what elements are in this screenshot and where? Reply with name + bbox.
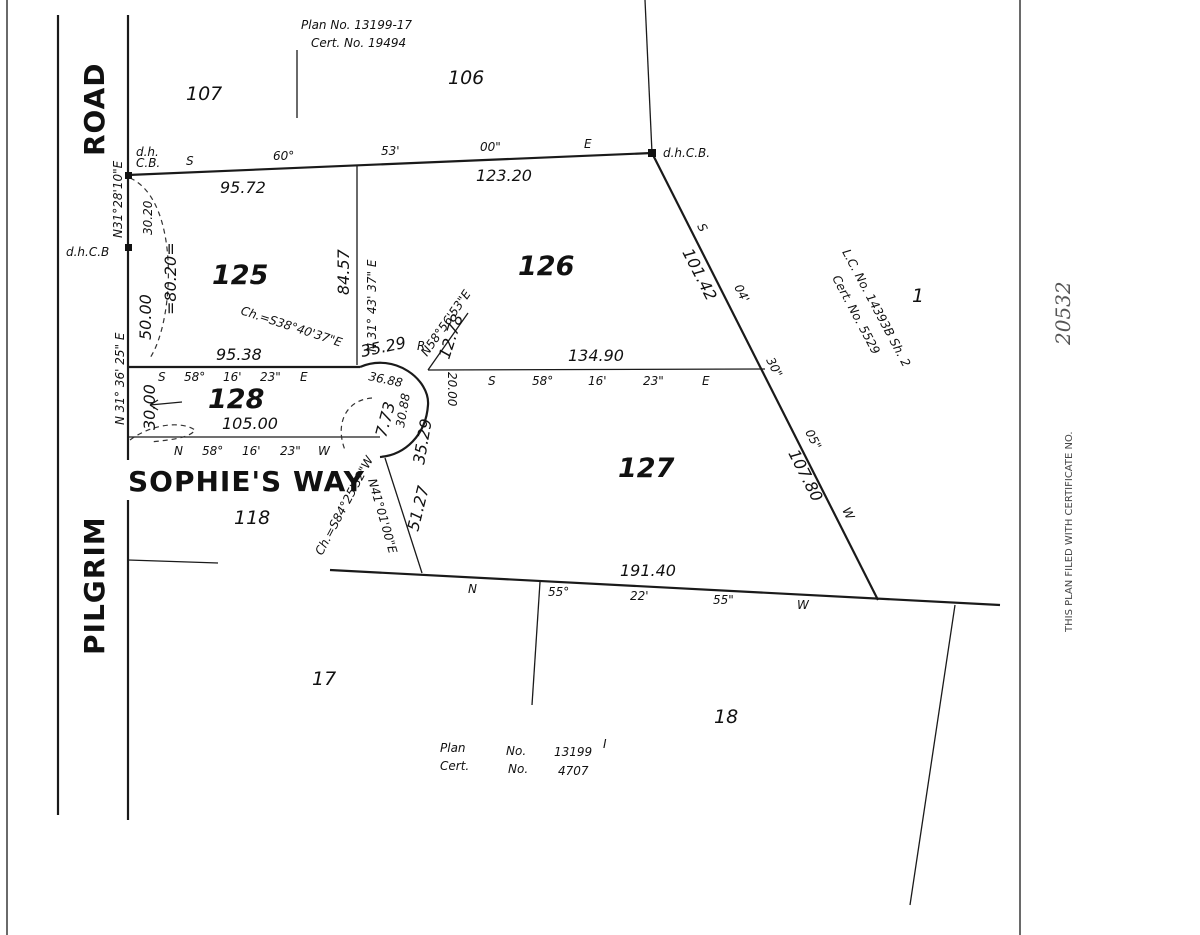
monument-nw-label-1: d.h. <box>136 145 159 159</box>
side-handwritten-number: 20532 <box>1051 281 1075 346</box>
sophies-brg-min: 16' <box>242 444 261 458</box>
road-name-sophies-way: SOPHIE'S WAY <box>128 465 365 498</box>
north-dist-1: 95.72 <box>220 178 266 197</box>
line-128-north-dist: 95.38 <box>216 345 262 364</box>
easement-arrow <box>149 399 183 411</box>
easement-125 <box>129 177 169 359</box>
parcel-107: 107 <box>186 83 222 105</box>
west-dist-2: 30.00 <box>140 384 159 430</box>
south-boundary <box>329 568 1001 607</box>
line-125-126-brg: N 31° 43' 37" E <box>365 259 379 352</box>
division-18-1-line <box>909 604 956 906</box>
lot-127-west-line <box>384 457 423 574</box>
south-brg-w: W <box>797 598 810 612</box>
cul-de-sac-curve <box>359 361 430 459</box>
road-name-pilgrim: PILGRIM <box>78 516 111 655</box>
cert-bottom-no: No. <box>508 762 528 776</box>
west-tie-brg: N31°28'10"E <box>111 160 125 238</box>
line-126-127-deg: 58° <box>532 374 553 388</box>
east-brg-sec: 05" <box>802 427 824 452</box>
monument-nw <box>125 172 132 179</box>
cert-bottom-num: 4707 <box>558 764 589 778</box>
curve-chord-1: Ch.=S38°40'37"E <box>239 304 344 350</box>
sophies-dist: 105.00 <box>222 414 278 433</box>
line-128-north-s: S <box>158 370 166 384</box>
curve-arc-2: 35.29 <box>409 417 436 465</box>
parcel-118: 118 <box>234 507 270 529</box>
monument-nw-label-2: C.B. <box>136 156 160 170</box>
parcel-17: 17 <box>312 668 336 690</box>
easement-curve <box>340 397 373 451</box>
south-brg-deg: 55° <box>548 585 569 599</box>
cert-bottom-label: Cert. <box>440 759 469 773</box>
north-brg-deg: 60° <box>273 149 294 163</box>
south-brg-sec: 55" <box>713 593 734 607</box>
line-128-north-e: E <box>300 370 308 384</box>
line-126-127-sec: 23" <box>643 374 664 388</box>
east-brg-s: S <box>694 221 710 234</box>
curve-inner-3: 30.88 <box>393 392 413 429</box>
east-brg-mid: 30" <box>763 355 785 380</box>
sophies-brg-deg: 58° <box>202 444 223 458</box>
south-dist: 191.40 <box>620 561 676 580</box>
curve-radius-label: R <box>417 339 425 353</box>
plan-top-cert: Cert. No. 19494 <box>311 36 406 50</box>
easement-128 <box>129 424 196 443</box>
line-128-north-min: 16' <box>223 370 242 384</box>
road-name-road: ROAD <box>78 62 111 156</box>
curve-radial-line <box>427 312 469 371</box>
west-total: =80.20= <box>161 242 180 315</box>
plan-bottom-num: 13199 <box>554 745 592 759</box>
lot-line-126-127 <box>427 368 766 371</box>
north-boundary <box>127 151 653 177</box>
north-brg-e: E <box>584 137 592 151</box>
east-brg-min: 04' <box>731 282 752 305</box>
monument-w-label: d.h.C.B <box>66 245 109 259</box>
lot-126-label: 126 <box>518 251 574 282</box>
lot-128-label: 128 <box>208 384 264 415</box>
plan-top-number: Plan No. 13199-17 <box>301 18 412 32</box>
line-128-north-deg: 58° <box>184 370 205 384</box>
east-brg-w: W <box>839 505 857 523</box>
line-126-127-e: E <box>702 374 710 388</box>
sophies-brg-sec: 23" <box>280 444 301 458</box>
plan-bottom-label: Plan <box>440 741 466 755</box>
parcel-18: 18 <box>714 706 738 728</box>
lot-127-label: 127 <box>618 453 675 484</box>
line-126-127-s: S <box>488 374 496 388</box>
curve-inner-1: 36.88 <box>367 369 404 390</box>
lot-125-label: 125 <box>212 260 268 291</box>
south-brg-min: 22' <box>630 589 649 603</box>
parcel-106: 106 <box>448 67 484 89</box>
west-tie-dist: 30.20 <box>141 200 155 235</box>
line-125-126-dist: 84.57 <box>334 248 353 295</box>
division-17-18-line <box>531 581 541 706</box>
sophies-brg-w: W <box>318 444 331 458</box>
north-dist-2: 123.20 <box>476 166 532 185</box>
east-dist-2: 107.80 <box>784 446 826 505</box>
north-brg-sec: 00" <box>480 140 501 154</box>
plan-bottom-suffix: I <box>603 737 607 751</box>
line-128-north-sec: 23" <box>260 370 281 384</box>
west-dist-1: 50.00 <box>136 294 155 340</box>
line-126-127-dist: 134.90 <box>568 346 624 365</box>
sophies-brg-n: N <box>174 444 183 458</box>
lot127-west-dist: 51.27 <box>403 483 433 533</box>
plan-bottom-no: No. <box>506 744 526 758</box>
parcel-1: 1 <box>912 285 924 307</box>
monument-ne <box>648 149 656 157</box>
west-brg: N 31° 36' 25" E <box>113 332 127 425</box>
north-brg-min: 53' <box>381 144 400 158</box>
side-note-certificate: THIS PLAN FILED WITH CERTIFICATE NO. <box>1064 431 1075 633</box>
line-126-127-min: 16' <box>588 374 607 388</box>
curve-arc-1: 20.00 <box>445 372 459 407</box>
east-boundary <box>651 152 879 601</box>
lot-118-line <box>127 559 219 564</box>
monument-w <box>125 244 132 251</box>
north-brg-s: S <box>186 154 194 168</box>
monument-ne-label: d.h.C.B. <box>663 146 710 160</box>
south-brg-n: N <box>468 582 477 596</box>
division-106-line <box>644 0 653 154</box>
